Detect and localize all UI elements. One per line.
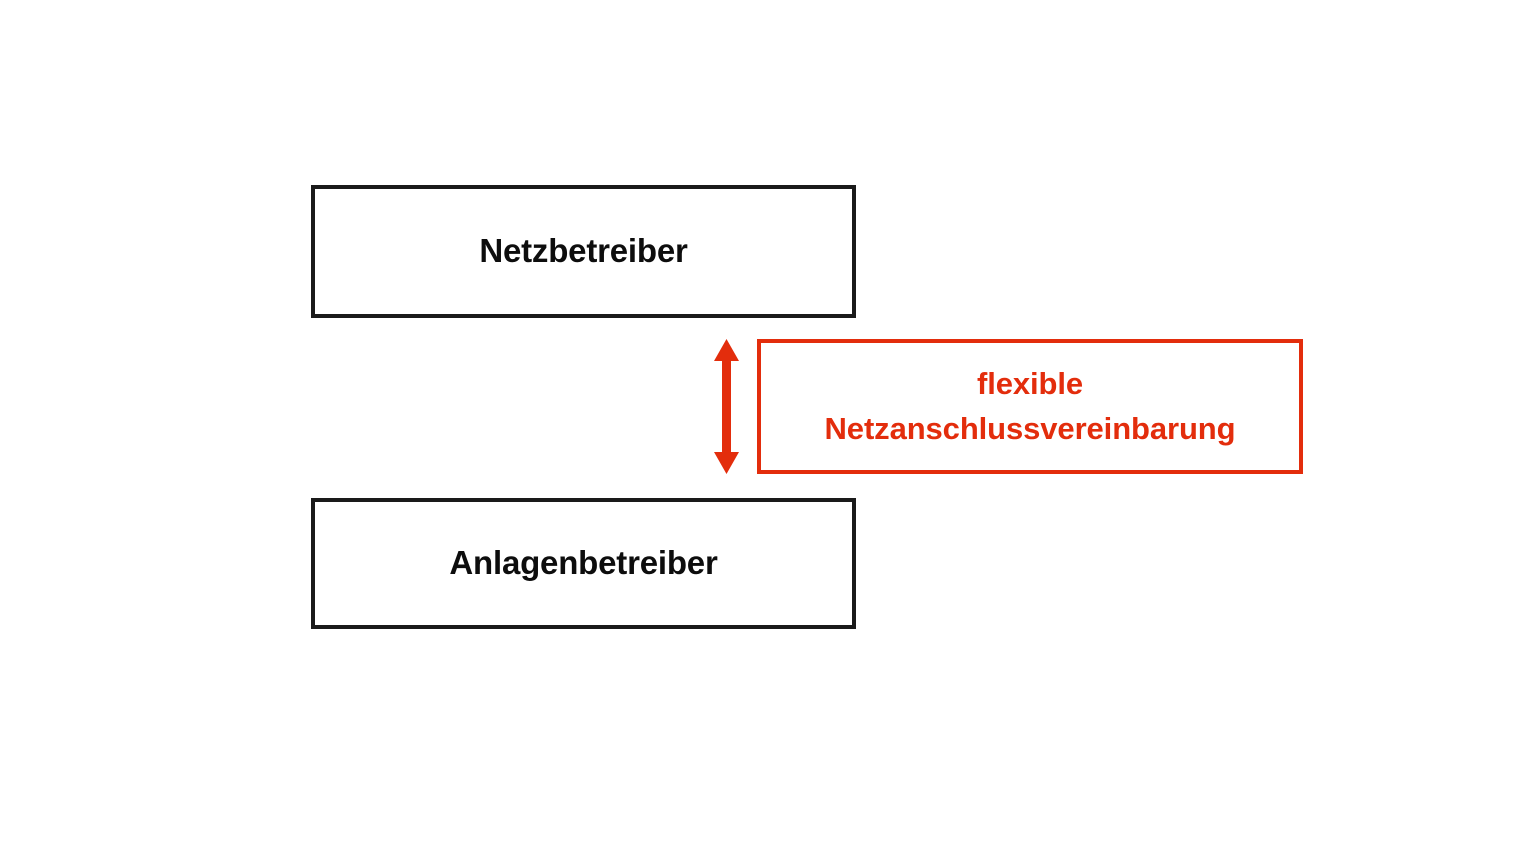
- annotation-box-flexible-netzanschlussvereinbarung: flexible Netzanschlussvereinbarung: [757, 339, 1303, 474]
- entity-box-anlagenbetreiber: Anlagenbetreiber: [311, 498, 856, 629]
- entity-label-netzbetreiber: Netzbetreiber: [479, 232, 688, 270]
- annotation-line-1: flexible: [976, 365, 1084, 401]
- entity-label-anlagenbetreiber: Anlagenbetreiber: [449, 544, 718, 582]
- double-headed-vertical-arrow-icon: [714, 339, 739, 474]
- annotation-line-2: Netzanschlussvereinbarung: [824, 410, 1236, 446]
- entity-box-netzbetreiber: Netzbetreiber: [311, 185, 856, 318]
- annotation-label: flexible Netzanschlussvereinbarung: [825, 362, 1236, 452]
